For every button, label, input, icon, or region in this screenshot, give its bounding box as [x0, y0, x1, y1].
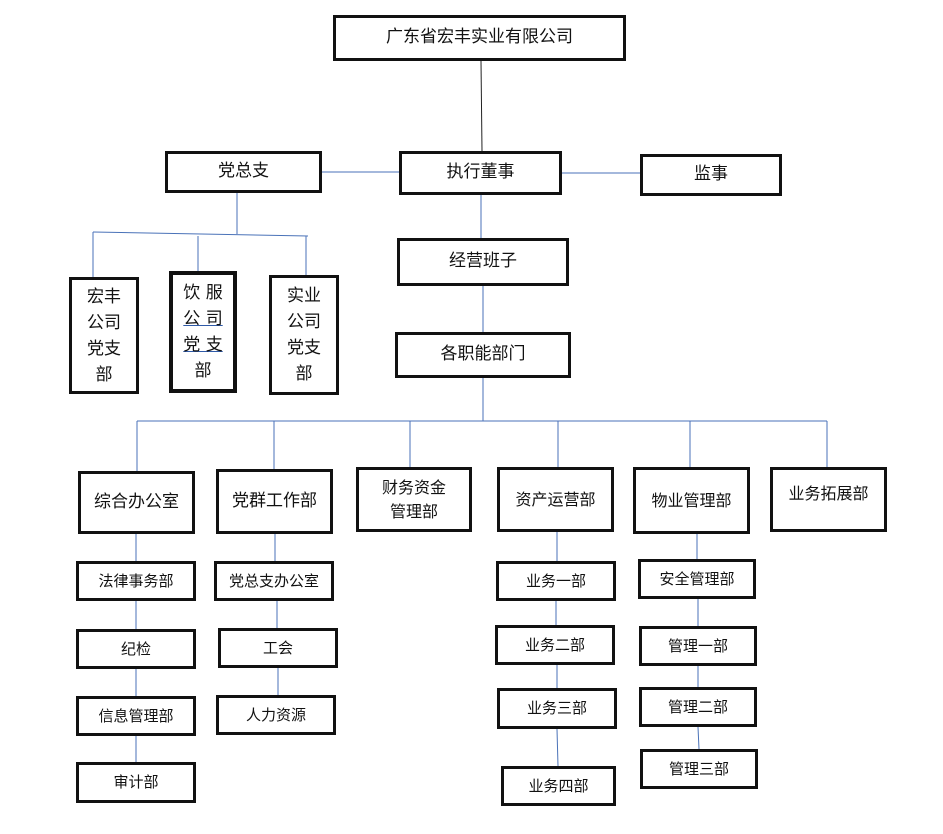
node-dept-property-management: 物业管理部 [633, 467, 750, 534]
dept-property-management-label: 物业管理部 [651, 490, 732, 510]
node-dept-business-expansion: 业务拓展部 [770, 467, 887, 532]
dept-business-expansion-label: 业务拓展部 [788, 484, 869, 503]
node-sub-hr: 人力资源 [216, 695, 336, 735]
node-executive-director-label: 执行董事 [446, 162, 515, 183]
dept-party-work-label: 党群工作部 [232, 490, 317, 511]
node-branch-industrial: 实业 公司 党支 部 [269, 275, 339, 395]
node-functional-departments-label: 各职能部门 [440, 344, 526, 365]
dept-asset-operations-label: 资产运营部 [515, 489, 596, 509]
branch-industrial-line: 公司 [287, 312, 321, 332]
connector-line [480, 60, 483, 152]
sub-hr-label: 人力资源 [245, 705, 306, 724]
node-sub-party-office: 党总支办公室 [214, 561, 334, 601]
sub-business-3-label: 业务三部 [526, 699, 587, 718]
node-sub-audit: 审计部 [76, 762, 196, 803]
node-sub-management-1: 管理一部 [639, 626, 757, 666]
branch-industrial-line: 党支 [287, 338, 321, 358]
sub-discipline-label: 纪检 [120, 639, 151, 658]
node-executive-director: 执行董事 [399, 151, 562, 195]
sub-legal-label: 法律事务部 [98, 571, 174, 590]
connector-line [697, 726, 700, 750]
sub-audit-label: 审计部 [113, 773, 159, 792]
node-sub-management-2: 管理二部 [639, 687, 757, 727]
node-branch-catering: 饮 服 公 司 党 支 部 [169, 271, 237, 393]
sub-union-label: 工会 [262, 638, 293, 657]
sub-business-1-label: 业务一部 [525, 571, 586, 590]
node-sub-business-1: 业务一部 [496, 561, 616, 601]
sub-business-2-label: 业务二部 [524, 635, 585, 654]
branch-catering-line: 党 支 [183, 335, 223, 355]
sub-safety-label: 安全管理部 [659, 569, 735, 588]
connector-line [556, 728, 559, 767]
branch-hongfeng-line: 党支 [87, 338, 121, 359]
node-supervisor-label: 监事 [694, 164, 728, 185]
node-sub-business-2: 业务二部 [495, 625, 615, 665]
dept-finance-label-line: 财务资金 [381, 477, 446, 497]
dept-general-office-label: 综合办公室 [94, 491, 179, 512]
connector-line [92, 231, 309, 237]
node-supervisor: 监事 [640, 154, 782, 196]
node-dept-general-office: 综合办公室 [78, 471, 195, 534]
node-dept-finance: 财务资金 管理部 [356, 467, 472, 532]
node-functional-departments: 各职能部门 [395, 332, 571, 378]
branch-catering-line: 饮 服 [183, 283, 223, 303]
dept-finance-label-line: 管理部 [389, 501, 438, 521]
node-branch-hongfeng: 宏丰 公司 党支 部 [69, 277, 139, 394]
branch-hongfeng-line: 公司 [87, 312, 121, 333]
node-party-general-branch: 党总支 [165, 151, 322, 193]
node-sub-management-3: 管理三部 [640, 749, 758, 789]
branch-industrial-line: 部 [295, 364, 313, 384]
node-sub-business-3: 业务三部 [497, 688, 617, 729]
branch-catering-line: 部 [194, 361, 212, 381]
node-party-general-branch-label: 党总支 [218, 161, 269, 182]
branch-industrial-line: 实业 [287, 286, 321, 306]
node-company-label: 广东省宏丰实业有限公司 [386, 27, 573, 48]
node-management-team-label: 经营班子 [449, 251, 517, 272]
branch-hongfeng-line: 宏丰 [87, 286, 121, 307]
branch-hongfeng-line: 部 [95, 364, 113, 385]
node-sub-safety: 安全管理部 [638, 559, 756, 599]
node-sub-discipline: 纪检 [76, 629, 196, 669]
sub-business-4-label: 业务四部 [528, 776, 589, 795]
branch-catering-line: 公 司 [183, 309, 223, 329]
node-company: 广东省宏丰实业有限公司 [333, 15, 626, 61]
node-dept-asset-operations: 资产运营部 [497, 467, 614, 532]
sub-management-3-label: 管理三部 [668, 759, 729, 778]
node-sub-business-4: 业务四部 [501, 766, 616, 806]
node-management-team: 经营班子 [397, 238, 569, 286]
node-sub-information: 信息管理部 [76, 696, 196, 736]
node-dept-party-work: 党群工作部 [216, 469, 333, 534]
node-sub-union: 工会 [218, 628, 338, 668]
sub-party-office-label: 党总支办公室 [228, 571, 319, 590]
sub-management-1-label: 管理一部 [667, 636, 728, 655]
sub-management-2-label: 管理二部 [667, 697, 728, 716]
node-sub-legal: 法律事务部 [76, 561, 196, 601]
sub-information-label: 信息管理部 [98, 706, 174, 725]
